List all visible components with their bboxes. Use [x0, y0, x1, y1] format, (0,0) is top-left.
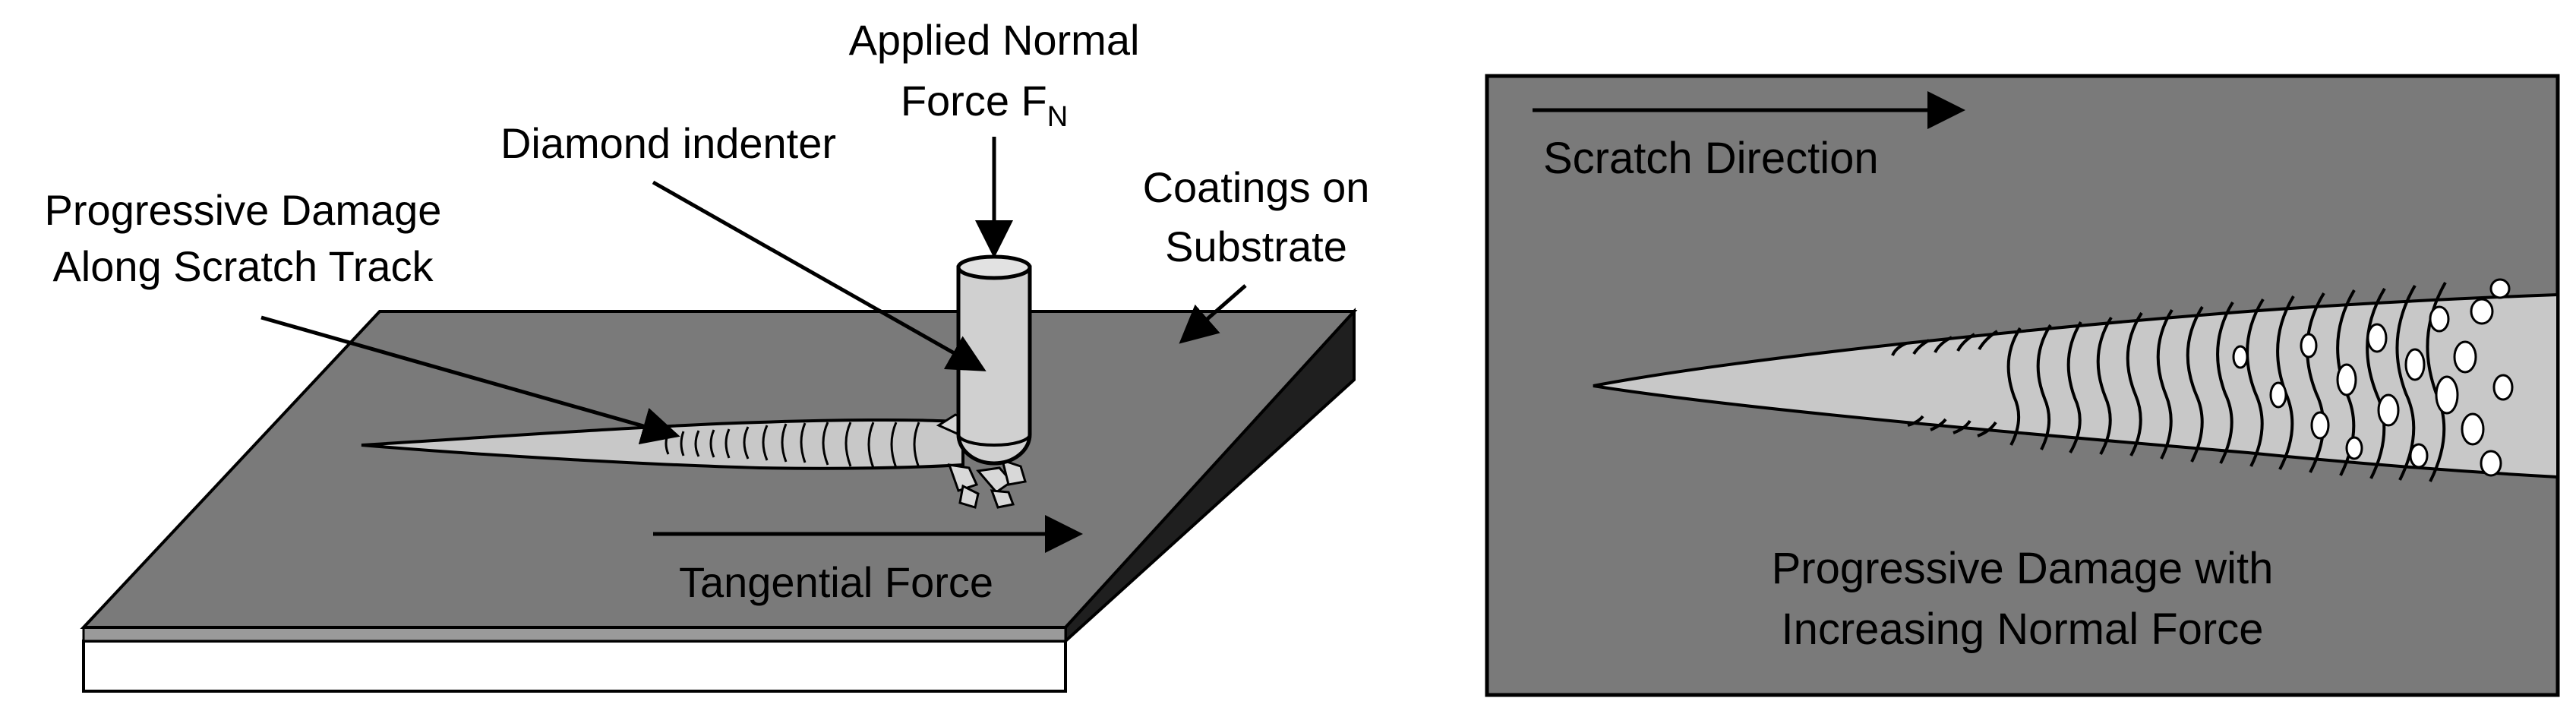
coatings-label-line1: Coatings on	[1143, 163, 1370, 211]
substrate-front-face	[82, 640, 1067, 693]
substrate-slab	[80, 308, 1358, 693]
indenter-top	[956, 254, 1032, 280]
right-damage-label-line2: Increasing Normal Force	[1782, 605, 2264, 654]
applied-force-line2: Force FN	[901, 77, 1068, 133]
tangential-force-label: Tangential Force	[679, 558, 993, 606]
coatings-label-line2: Substrate	[1165, 223, 1347, 270]
spall-flakes	[2232, 278, 2514, 477]
indenter-label: Diamond indenter	[500, 119, 836, 167]
indenter-tip-line	[957, 434, 1031, 447]
coating-top-surface	[80, 310, 1358, 629]
coatings-pointer-arrow	[1179, 284, 1247, 344]
left-panel: Applied Normal Force FN Diamond indenter…	[45, 16, 1370, 693]
track-damage-marks	[665, 422, 920, 469]
diamond-indenter	[956, 254, 1032, 466]
damage-label-line1: Progressive Damage	[45, 186, 442, 234]
scratch-view-content	[1533, 91, 2558, 482]
right-panel: Scratch Direction Progressive Damage wit…	[1485, 74, 2560, 697]
scratch-direction-label: Scratch Direction	[1543, 134, 1879, 183]
applied-force-line1: Applied Normal	[849, 16, 1140, 64]
damage-label-line2: Along Scratch Track	[52, 242, 434, 290]
applied-force-subscript: N	[1047, 101, 1068, 133]
indenter-pointer-arrow	[652, 180, 987, 371]
coating-front-edge	[82, 626, 1067, 643]
right-damage-label-line1: Progressive Damage with	[1772, 544, 2274, 593]
left-arrows	[260, 137, 1247, 553]
applied-force-text: Force F	[901, 77, 1047, 125]
indenter-body	[956, 265, 1032, 466]
damage-pointer-arrow	[260, 315, 680, 445]
